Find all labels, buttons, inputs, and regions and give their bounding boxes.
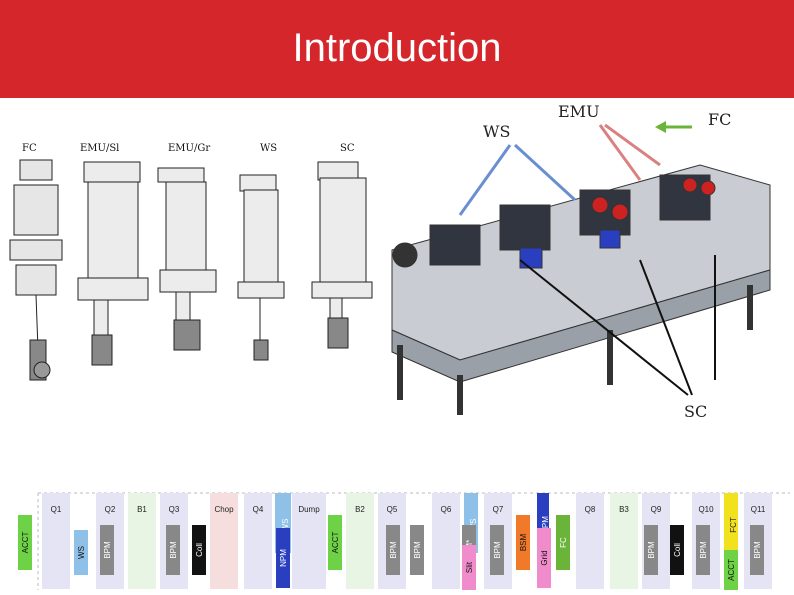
label-fc: FC (22, 143, 37, 154)
beamline-bottom-label: BPM (647, 541, 656, 559)
beamline-element-b3 (610, 493, 638, 589)
beamline-top-label: Chop (214, 505, 234, 514)
beamline-top-label: Q3 (169, 505, 180, 514)
beamline-element-bpm (166, 525, 180, 575)
sc-device-drawing (311, 161, 373, 349)
callout-arrows (458, 121, 716, 396)
beamline-bottom-label: BPM (413, 541, 422, 559)
beamline-top-label: Q8 (585, 505, 596, 514)
beamline-bottom-label: WS (77, 546, 86, 559)
beamline-element-q1 (42, 493, 70, 589)
page-title: Introduction (292, 26, 502, 70)
beamline-element-acct (18, 515, 32, 570)
beamline-element-bpm (696, 525, 710, 575)
beamline-element-b2 (346, 493, 374, 589)
beamline-bottom-label: NPM (279, 549, 288, 567)
beamline-bottom-label: Coll (195, 543, 204, 557)
beamline-element-grid (537, 528, 551, 588)
beamline-element-b1 (128, 493, 156, 589)
test-stand-drawing (391, 164, 771, 415)
beamline-element-npm (276, 528, 290, 588)
ws-device-drawing (237, 174, 285, 361)
beamline-element-bpm (644, 525, 658, 575)
label-sc: SC (340, 143, 355, 154)
callout-ws: WS (483, 122, 511, 141)
label-ws: WS (260, 143, 278, 154)
beamline-element-fct (724, 493, 738, 553)
beamline-element-ws (74, 530, 88, 575)
beamline-bottom-label: Slit (465, 561, 474, 573)
beamline-bottom-label: BPM (103, 541, 112, 559)
beamline-top-label: Q10 (698, 505, 714, 514)
beamline-bottom-label: BPM (753, 541, 762, 559)
title-bar (0, 0, 794, 98)
beamline-element-q6 (432, 493, 460, 589)
beamline-top-label: Q1 (51, 505, 62, 514)
emu-sl-device-drawing (77, 161, 149, 366)
beamline-element-bpm (386, 525, 400, 575)
beamline-top-label: B1 (137, 505, 147, 514)
beamline-top-label: Dump (298, 505, 320, 514)
beamline-bottom-label: ACCT (21, 532, 30, 554)
beamline-element-chop (210, 493, 238, 589)
beamline-bottom-label: ACCT (727, 559, 736, 581)
beamline-bottom-label: BPM (699, 541, 708, 559)
beamline-element-coll (192, 525, 206, 575)
beamline-element-bsm (516, 515, 530, 570)
beamline-element-bpm (100, 525, 114, 575)
beamline-top-label: Q2 (105, 505, 116, 514)
callout-emu: EMU (558, 102, 600, 121)
beamline-element-acct (328, 515, 342, 570)
beamline-top-label: NPM (541, 516, 550, 534)
label-emu-gr: EMU/Gr (168, 143, 211, 154)
beamline-bottom-label: BSM (519, 534, 528, 552)
beamline-bottom-label: BPM (169, 541, 178, 559)
beamline-top-label: Q5 (387, 505, 398, 514)
beamline-top-label: Q6 (441, 505, 452, 514)
callout-fc: FC (708, 110, 732, 129)
beamline-bottom-label: BPM (389, 541, 398, 559)
beamline-bottom-label: Coll (673, 543, 682, 557)
beamline-top-label: B3 (619, 505, 629, 514)
beamline-bottom-label: ACCT (331, 532, 340, 554)
beamline-element-bpm (750, 525, 764, 575)
beamline-element-slit (462, 545, 476, 590)
beamline-bottom-label: BPM (493, 541, 502, 559)
fc-device-drawing (9, 159, 63, 381)
beamline-element-bpm (490, 525, 504, 575)
beamline-element-acct (724, 550, 738, 590)
beamline-top-label: Q9 (651, 505, 662, 514)
label-emu-sl: EMU/Sl (80, 143, 120, 154)
callout-sc: SC (684, 402, 708, 421)
beamline-top-label: B2 (355, 505, 365, 514)
beamline-bottom-label: FC (559, 537, 568, 548)
beamline-element-coll (670, 525, 684, 575)
beamline-element-dump (292, 493, 326, 589)
beamline-top-label: Q4 (253, 505, 264, 514)
beamline-top-label: FCT (729, 517, 738, 533)
beamline-top-label: WS (281, 519, 290, 532)
beamline-top-label: Q11 (751, 505, 766, 514)
beamline-top-label: Q7 (493, 505, 504, 514)
beamline-element-fc (556, 515, 570, 570)
beamline-element-q4 (244, 493, 272, 589)
beamline-element-bpm (410, 525, 424, 575)
beamline-element-q8 (576, 493, 604, 589)
beamline-bottom-label: Grid (540, 550, 549, 565)
emu-gr-device-drawing (157, 167, 217, 351)
